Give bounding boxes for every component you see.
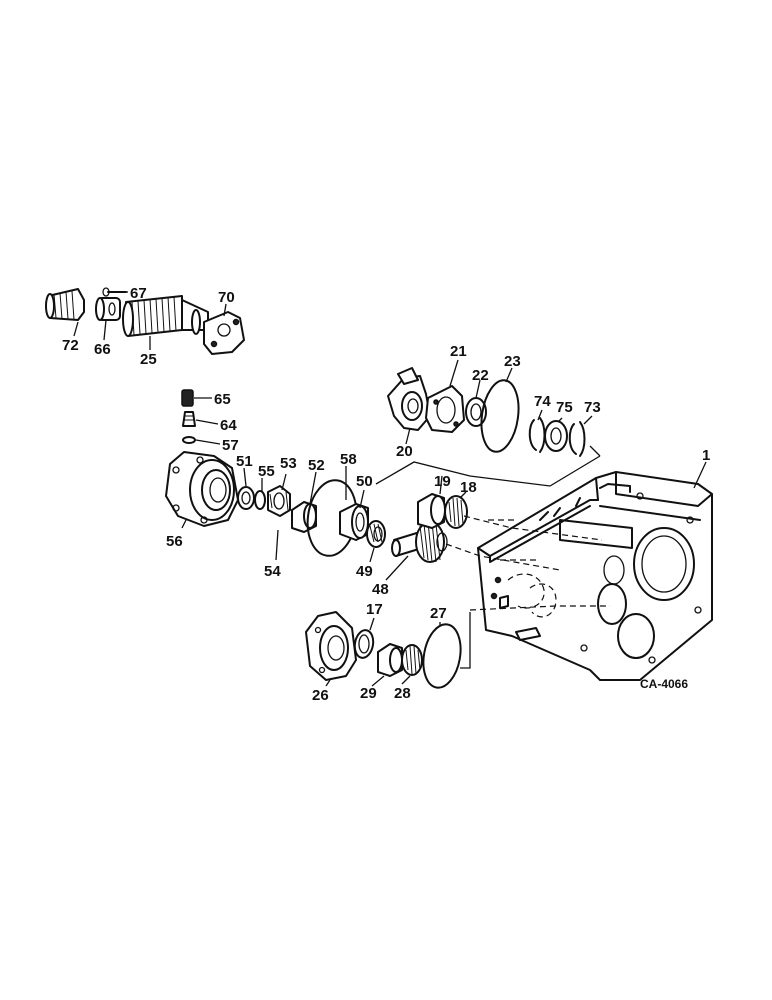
callout-52: 52: [308, 457, 325, 474]
bearing-75: [544, 420, 568, 452]
bearing-cup-29: [377, 643, 403, 677]
callout-26: 26: [312, 687, 329, 704]
snap-ring-55: [254, 490, 266, 510]
callout-57: 57: [222, 437, 239, 454]
callout-54: 54: [264, 563, 281, 580]
callout-19: 19: [434, 473, 451, 490]
callout-66: 66: [94, 341, 111, 358]
coupling-72: [45, 288, 85, 321]
carrier-26: [305, 611, 357, 681]
callout-56: 56: [166, 533, 183, 550]
nut-53: [267, 485, 291, 517]
shaft-25: [122, 295, 209, 337]
bearing-cup-19: [417, 493, 446, 529]
callout-67: 67: [130, 285, 147, 302]
hub-50: [339, 503, 369, 541]
housing-1: [477, 471, 713, 681]
callout-28: 28: [394, 685, 411, 702]
drawing-code: CA-4066: [640, 677, 688, 691]
plug-65: [181, 389, 194, 407]
callout-27: 27: [430, 605, 447, 622]
sleeve-52: [291, 501, 317, 533]
gasket-21: [425, 385, 465, 433]
plate-70: [203, 311, 245, 355]
assembly-lines: [375, 445, 610, 669]
callout-labels: 67 72 66 25 70 65 64 57 51 55 53 52 58 5…: [62, 285, 710, 704]
snap-ring-73: [568, 421, 586, 457]
seal-51: [237, 486, 255, 510]
callout-20: 20: [396, 443, 413, 460]
callout-51: 51: [236, 453, 253, 470]
o-ring-27: [422, 623, 462, 689]
gear-shaft-48: [391, 521, 448, 563]
callout-75: 75: [556, 399, 573, 416]
o-ring-23: [480, 379, 520, 453]
cover-56: [165, 451, 239, 527]
fitting-64: [182, 411, 196, 427]
bearing-cone-28: [401, 644, 423, 676]
callout-53: 53: [280, 455, 297, 472]
bracket-20: [387, 367, 431, 431]
callout-49: 49: [356, 563, 373, 580]
callout-58: 58: [340, 451, 357, 468]
callout-48: 48: [372, 581, 389, 598]
snap-ring-74: [528, 417, 546, 453]
bearing-cone-18: [444, 495, 468, 529]
bearing-49: [366, 520, 386, 548]
callout-74: 74: [534, 393, 551, 410]
callout-25: 25: [140, 351, 157, 368]
callout-55: 55: [258, 463, 275, 480]
callout-17: 17: [366, 601, 383, 618]
callout-18: 18: [460, 479, 477, 496]
washer-57: [182, 436, 196, 444]
callout-22: 22: [472, 367, 489, 384]
callout-50: 50: [356, 473, 373, 490]
callout-29: 29: [360, 685, 377, 702]
callout-72: 72: [62, 337, 79, 354]
callout-65: 65: [214, 391, 231, 408]
callout-23: 23: [504, 353, 521, 370]
callout-73: 73: [584, 399, 601, 416]
callout-21: 21: [450, 343, 467, 360]
callout-64: 64: [220, 417, 237, 434]
snap-ring-17: [353, 629, 375, 659]
collar-66: [95, 297, 121, 321]
callout-1: 1: [702, 447, 710, 464]
leader-lines: [73, 291, 707, 687]
callout-70: 70: [218, 289, 235, 306]
